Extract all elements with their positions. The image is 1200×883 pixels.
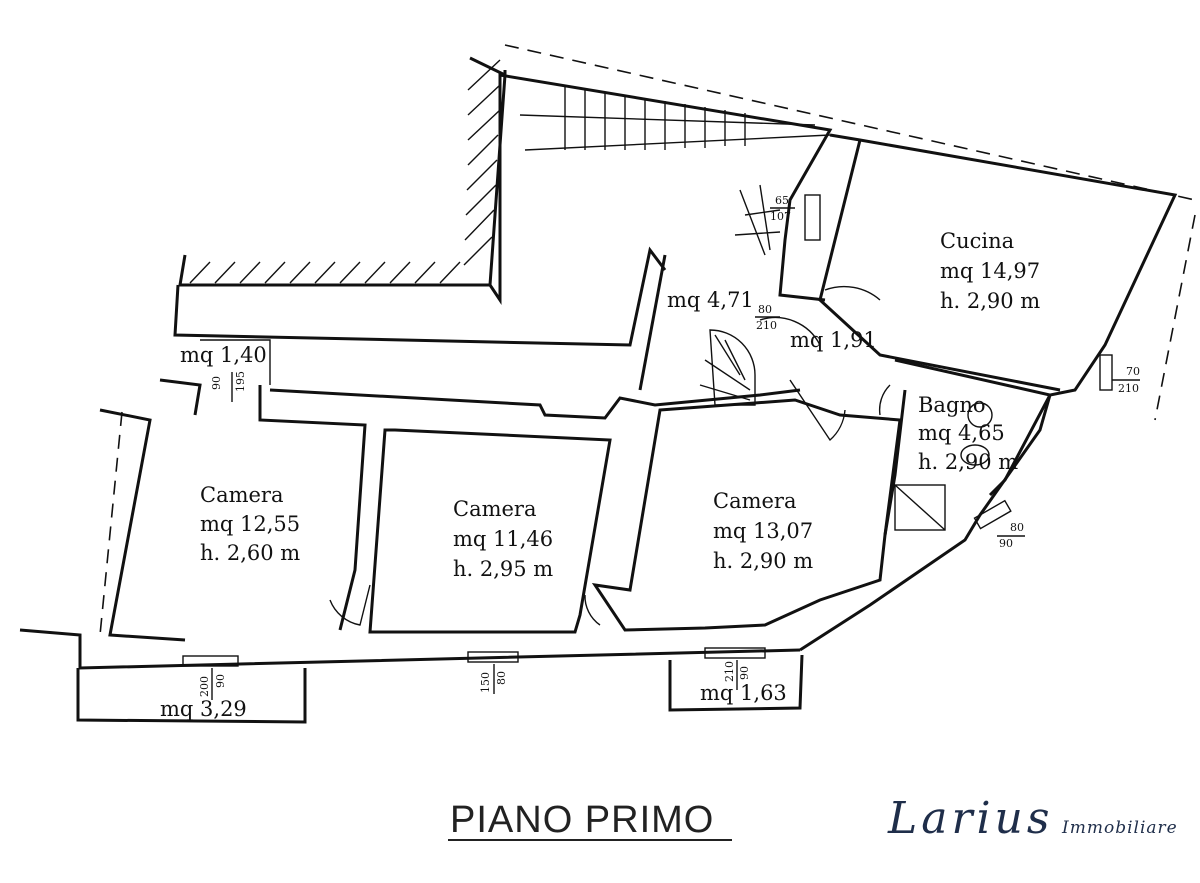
room-height: h. 2,90 m bbox=[940, 289, 1040, 313]
outer-walls bbox=[19, 73, 1178, 670]
room-height: h. 2,95 m bbox=[453, 557, 553, 581]
dim-left-window: 90 200 bbox=[198, 668, 227, 700]
shower bbox=[894, 402, 993, 531]
brand-name: Larius bbox=[887, 793, 1053, 844]
brand-logo: Larius Immobiliare bbox=[887, 793, 1178, 844]
balconies bbox=[76, 339, 804, 724]
room-height: h. 2,60 m bbox=[200, 541, 300, 565]
dim-top-window: 90 195 bbox=[210, 371, 247, 402]
hatched-wall bbox=[178, 56, 507, 287]
dim-width: 80 bbox=[1010, 521, 1024, 534]
brand-tagline: Immobiliare bbox=[1061, 818, 1178, 838]
dim-height: 200 bbox=[198, 676, 211, 697]
doors bbox=[329, 285, 891, 626]
room-bagno: Bagno mq 4,65 h. 2,90 m bbox=[918, 393, 1018, 474]
dim-width: 70 bbox=[1126, 365, 1140, 378]
room-area: mq 13,07 bbox=[713, 519, 813, 543]
dim-height: 195 bbox=[234, 371, 247, 392]
dim-hall-door: 80 210 bbox=[755, 303, 780, 332]
room-name: Bagno bbox=[918, 393, 986, 417]
room-height: h. 2,90 m bbox=[918, 450, 1018, 474]
room-name: Camera bbox=[453, 497, 537, 521]
room-area: mq 11,46 bbox=[453, 527, 553, 551]
room-area: mq 4,65 bbox=[918, 421, 1005, 445]
dim-height: 150 bbox=[479, 672, 492, 693]
room-height: h. 2,90 m bbox=[713, 549, 813, 573]
room-area: mq 12,55 bbox=[200, 512, 300, 536]
balcony-left-area: mq 3,29 bbox=[160, 697, 247, 721]
dim-width: 65 bbox=[775, 194, 789, 207]
room-scala-area: mq 4,71 bbox=[667, 288, 754, 312]
room-disimpegno-area: mq 1,91 bbox=[790, 328, 877, 352]
boundary-lines bbox=[99, 44, 1196, 636]
balcony-right-area: mq 1,63 bbox=[700, 681, 787, 705]
dim-cucina-window: 70 210 bbox=[1112, 365, 1140, 395]
room-camera-2: Camera mq 11,46 h. 2,95 m bbox=[453, 497, 553, 581]
dim-width: 90 bbox=[210, 376, 223, 390]
dim-mid-window: 80 150 bbox=[479, 664, 508, 694]
dim-height: 210 bbox=[723, 661, 736, 682]
room-camera-1: Camera mq 12,55 h. 2,60 m bbox=[200, 483, 300, 565]
dim-height: 107 bbox=[770, 210, 791, 223]
room-area: mq 14,97 bbox=[940, 259, 1040, 283]
balcony-top-area: mq 1,40 bbox=[180, 343, 267, 367]
dim-height: 210 bbox=[1118, 382, 1139, 395]
plan-title: PIANO PRIMO bbox=[450, 799, 714, 841]
dim-width: 80 bbox=[758, 303, 772, 316]
dim-stair-door: 65 107 bbox=[770, 194, 795, 223]
staircase bbox=[519, 85, 831, 406]
windows bbox=[182, 194, 1113, 667]
room-cucina: Cucina mq 14,97 h. 2,90 m bbox=[940, 229, 1040, 313]
dim-height: 210 bbox=[756, 319, 777, 332]
dim-width: 90 bbox=[214, 674, 227, 688]
dim-bagno-window: 80 90 bbox=[997, 521, 1025, 550]
room-name: Cucina bbox=[940, 229, 1014, 253]
dim-width: 90 bbox=[738, 666, 751, 680]
dim-height: 90 bbox=[999, 537, 1013, 550]
dim-width: 80 bbox=[495, 671, 508, 685]
room-name: Camera bbox=[200, 483, 284, 507]
dim-right-window: 90 210 bbox=[723, 660, 751, 690]
room-camera-3: Camera mq 13,07 h. 2,90 m bbox=[713, 489, 813, 573]
room-name: Camera bbox=[713, 489, 797, 513]
